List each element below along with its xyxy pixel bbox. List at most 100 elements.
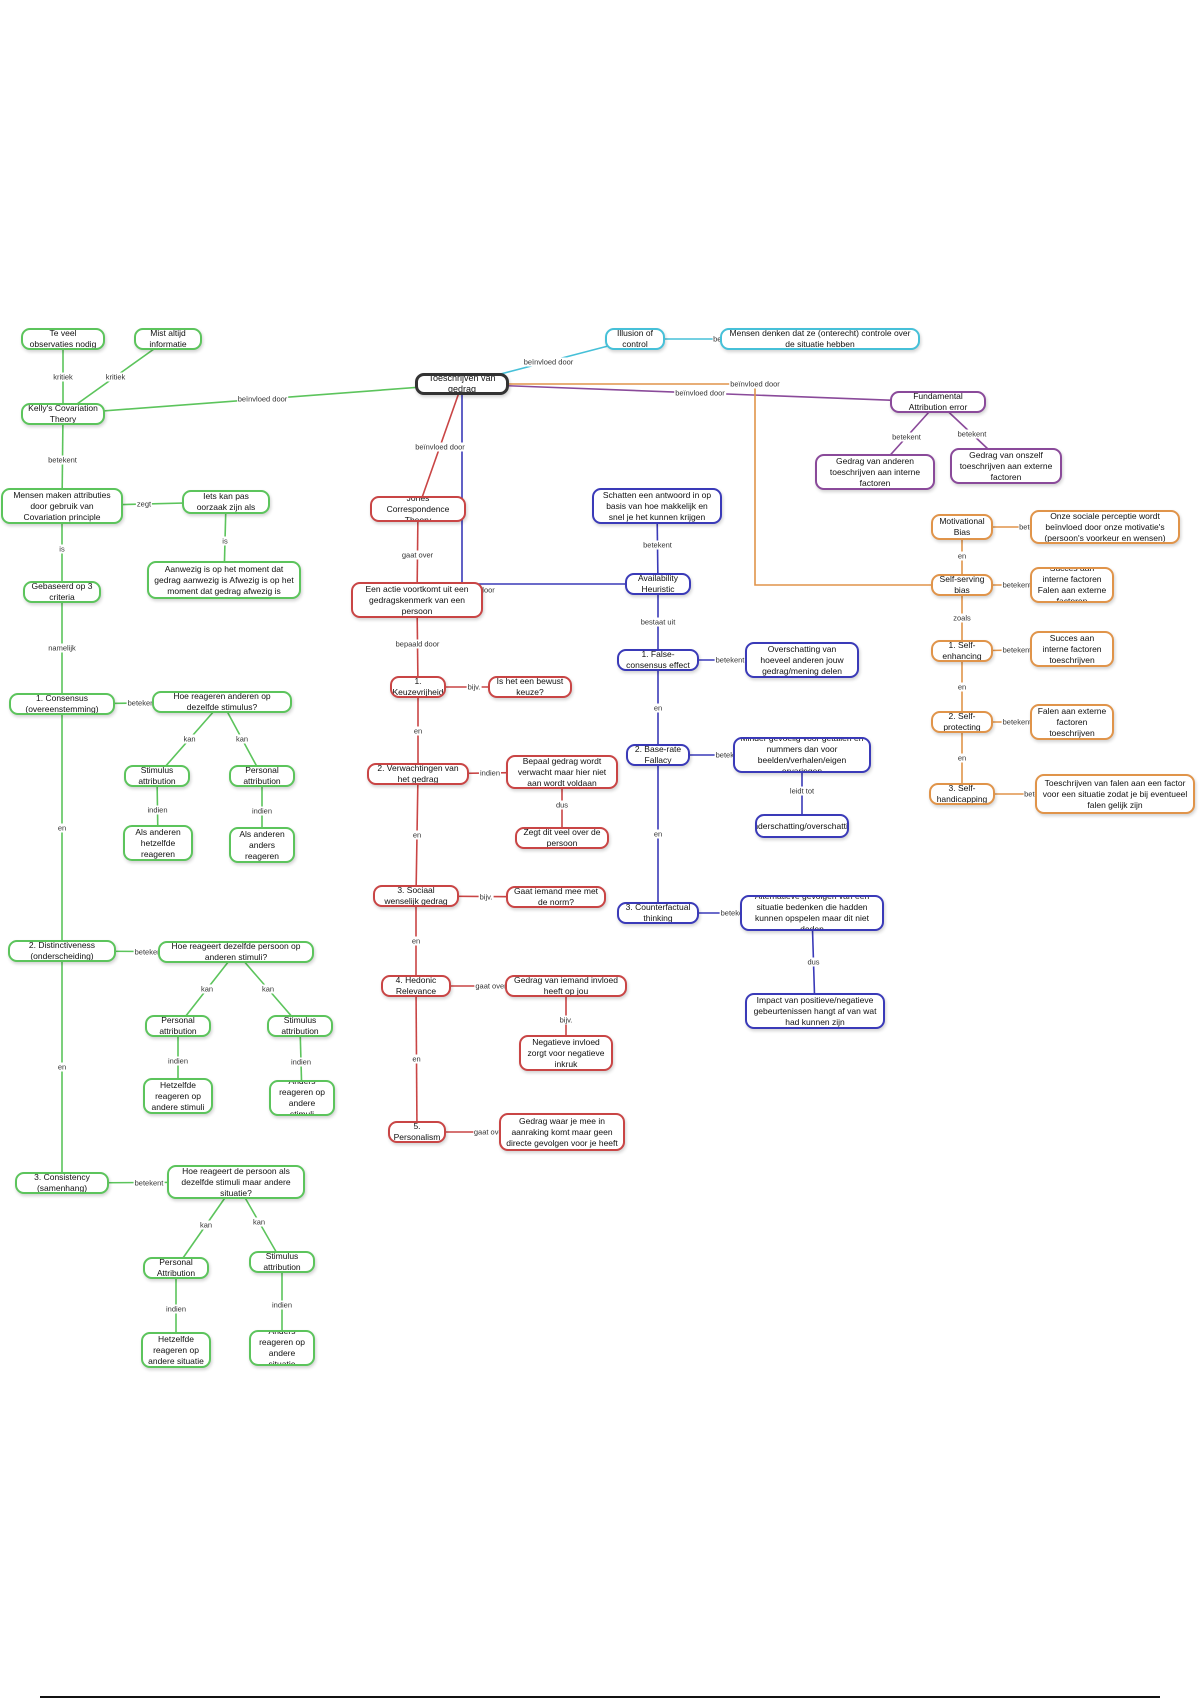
link-label-iets-aanwezig: is [221, 536, 229, 546]
node-alsand-anders[interactable]: Als anderen anders reageren [229, 827, 295, 863]
link-label-consistency_q-stim_attr_3: kan [251, 1217, 267, 1227]
node-personalism[interactable]: 5. Personalism [388, 1121, 446, 1143]
node-stim-attr-1[interactable]: Stimulus attribution [124, 765, 190, 787]
node-selfhand-desc[interactable]: Toeschrijven van falen aan een factor vo… [1035, 774, 1195, 814]
node-actie[interactable]: Een actie voortkomt uit een gedragskenme… [351, 582, 483, 618]
node-selfhand[interactable]: 3. Self-handicapping [929, 783, 995, 805]
node-pers-attr-1[interactable]: Personal attribution [229, 765, 295, 787]
node-anders-stimuli[interactable]: Anders reageren op andere stimuli [269, 1080, 335, 1116]
link-label-fae-fae_b: betekent [956, 429, 988, 439]
node-stim-attr-3[interactable]: Stimulus attribution [249, 1251, 315, 1273]
node-anders-situatie[interactable]: Anders reageren op andere situatie [249, 1330, 315, 1366]
node-pers-attr-2[interactable]: Personal attribution [145, 1015, 211, 1037]
link-label-counterfactual_desc-impact: dus [806, 957, 821, 967]
node-consensus-q[interactable]: Hoe reageren anderen op dezelfde stimulu… [152, 691, 292, 713]
node-misses[interactable]: Mist altijd informatie [134, 328, 202, 350]
node-fae-b[interactable]: Gedrag van onszelf toeschrijven aan exte… [950, 448, 1062, 484]
node-stim-attr-2[interactable]: Stimulus attribution [267, 1015, 333, 1037]
link-label-verwacht-verwacht_desc: indien [478, 768, 502, 778]
node-hedonic-desc[interactable]: Gedrag van iemand invloed heeft op jou [505, 975, 627, 997]
link-label-root-jones: beïnvloed door [414, 442, 466, 451]
link-label-actie-keuze: bepaald door [394, 639, 441, 648]
node-false-cons[interactable]: 1. False-consensus effect [617, 649, 699, 671]
node-fae-a[interactable]: Gedrag van anderen toeschrijven aan inte… [815, 454, 935, 490]
node-consensus[interactable]: 1. Consensus (overeenstemming) [9, 693, 115, 715]
node-hetz-stimuli[interactable]: Hetzelfde reageren op andere stimuli [143, 1078, 213, 1114]
node-distinct[interactable]: 2. Distinctiveness (onderscheiding) [8, 940, 116, 962]
node-keuze[interactable]: 1. Keuzevrijheid [390, 676, 446, 698]
node-selfprot[interactable]: 2. Self-protecting [931, 711, 993, 733]
link-label-covariation-criteria: is [58, 544, 66, 554]
link-label-baserate-baserate_desc: betekent [714, 750, 746, 760]
node-onderschatting[interactable]: Onderschatting/overschatting [755, 814, 849, 838]
node-consistency-q[interactable]: Hoe reageert de persoon als dezelfde sti… [167, 1165, 305, 1199]
node-aanwezig[interactable]: Aanwezig is op het moment dat gedrag aan… [147, 561, 301, 599]
node-verwacht[interactable]: 2. Verwachtingen van het gedrag [367, 763, 469, 785]
node-impact[interactable]: Impact van positieve/negatieve gebeurten… [745, 993, 885, 1029]
link-label-false_cons-baserate: en [652, 703, 664, 712]
link-label-stim_attr_1-alsand_hetz: indien [146, 805, 169, 814]
node-counterfactual-desc[interactable]: Alternatieve gevolgen van een situatie b… [740, 895, 884, 931]
link-label-distinct_q-pers_attr_2: kan [199, 984, 215, 994]
node-criteria[interactable]: Gebaseerd op 3 criteria [23, 581, 101, 603]
node-kelly[interactable]: Kelly's Covariation Theory [21, 403, 105, 425]
node-alsand-hetz[interactable]: Als anderen hetzelfde reageren [123, 825, 193, 861]
node-motivational[interactable]: Motivational Bias [931, 514, 993, 540]
node-zegt[interactable]: Zegt dit veel over de persoon [515, 827, 609, 849]
link-label-baserate_desc-onderschatting: leidt tot [788, 786, 816, 795]
node-counterfactual[interactable]: 3. Counterfactual thinking [617, 902, 699, 924]
node-selfenh[interactable]: 1. Self-enhancing [931, 640, 993, 662]
node-covariation[interactable]: Mensen maken attributies door gebruik va… [1, 488, 123, 524]
node-sociaal[interactable]: 3. Sociaal wenselijk gedrag [373, 885, 459, 907]
page-bottom-rule [40, 1696, 1160, 1698]
link-label-consensus_q-pers_attr_1: kan [234, 734, 250, 744]
node-selfserving-desc[interactable]: Succes aan interne factoren Falen aan ex… [1030, 567, 1114, 603]
node-baserate[interactable]: 2. Base-rate Fallacy [626, 744, 690, 766]
node-consistency[interactable]: 3. Consistency (samenhang) [15, 1172, 109, 1194]
link-label-selfserving-selfenh: zoals [952, 613, 972, 623]
link-label-pers_attr_2-hetz_stimuli: indien [166, 1056, 190, 1066]
node-root[interactable]: Toeschrijven van gedrag [415, 373, 509, 395]
node-sociaal-q[interactable]: Gaat iemand mee met de norm? [506, 886, 606, 908]
node-hedonic-neg[interactable]: Negatieve invloed zorgt voor negatieve i… [519, 1035, 613, 1071]
link-label-personalism-personalism_desc: gaat over [472, 1127, 507, 1137]
link-label-covariation-iets: zegt [135, 499, 153, 509]
node-selfserving[interactable]: Self-serving bias [931, 574, 993, 596]
node-hetz-situatie[interactable]: Hetzelfde reageren op andere situatie [141, 1332, 211, 1368]
node-pers-attr-3[interactable]: Personal Attribution [143, 1257, 209, 1279]
node-illusion-desc[interactable]: Mensen denken dat ze (onterecht) control… [720, 328, 920, 350]
node-availability[interactable]: Availability Heuristic [625, 573, 691, 595]
node-false-cons-desc[interactable]: Overschatting van hoeveel anderen jouw g… [745, 642, 859, 678]
node-schatten[interactable]: Schatten een antwoord in op basis van ho… [592, 488, 722, 524]
link-label-pers_attr_1-alsand_anders: indien [250, 806, 274, 815]
link-label-distinct_q-stim_attr_2: kan [260, 984, 276, 994]
link-label-sociaal-sociaal_q: bijv. [478, 892, 494, 901]
link-label-selfenh-selfprot: en [956, 682, 968, 691]
link-label-distinct-consistency: en [56, 1062, 68, 1072]
link-label-stim_attr_3-anders_situatie: indien [270, 1300, 294, 1310]
node-distinct-q[interactable]: Hoe reageert dezelfde persoon op anderen… [158, 941, 314, 963]
node-fae[interactable]: Fundamental Attribution error [890, 391, 986, 413]
node-verwacht-desc[interactable]: Bepaal gedrag wordt verwacht maar hier n… [506, 755, 618, 789]
node-jones[interactable]: Jones Correspondence Theory [370, 496, 466, 522]
link-label-consistency_q-pers_attr_3: kan [198, 1220, 214, 1230]
link-label-selfprot-selfprot_desc: betekent [1001, 717, 1033, 727]
node-motivational-desc[interactable]: Onze sociale perceptie wordt beïnvloed d… [1030, 510, 1180, 544]
node-illusion[interactable]: Illusion of control [605, 328, 665, 350]
link-label-sociaal-hedonic: en [410, 936, 422, 946]
link-label-hedonic-personalism: en [411, 1054, 422, 1064]
link-label-distinct-distinct_q: betekent [133, 947, 165, 956]
node-selfenh-desc[interactable]: Succes aan interne factoren toeschrijven [1030, 631, 1114, 667]
node-hedonic[interactable]: 4. Hedonic Relevance [381, 975, 451, 997]
node-keuze-q[interactable]: Is het een bewust keuze? [488, 676, 572, 698]
node-personalism-desc[interactable]: Gedrag waar je mee in aanraking komt maa… [499, 1113, 625, 1151]
node-baserate-desc[interactable]: Minder gevoelig voor getallen en nummers… [733, 737, 871, 773]
link-label-consensus-consensus_q: betekent [126, 698, 158, 708]
link-label-verwacht_desc-zegt: dus [554, 800, 570, 810]
link-label-consistency-consistency_q: betekent [133, 1178, 165, 1187]
node-selfprot-desc[interactable]: Falen aan externe factoren toeschrijven [1030, 704, 1114, 740]
link-label-baserate-counterfactual: en [652, 829, 664, 839]
node-too-many[interactable]: Te veel observaties nodig [21, 328, 105, 350]
node-iets[interactable]: Iets kan pas oorzaak zijn als [182, 490, 270, 514]
